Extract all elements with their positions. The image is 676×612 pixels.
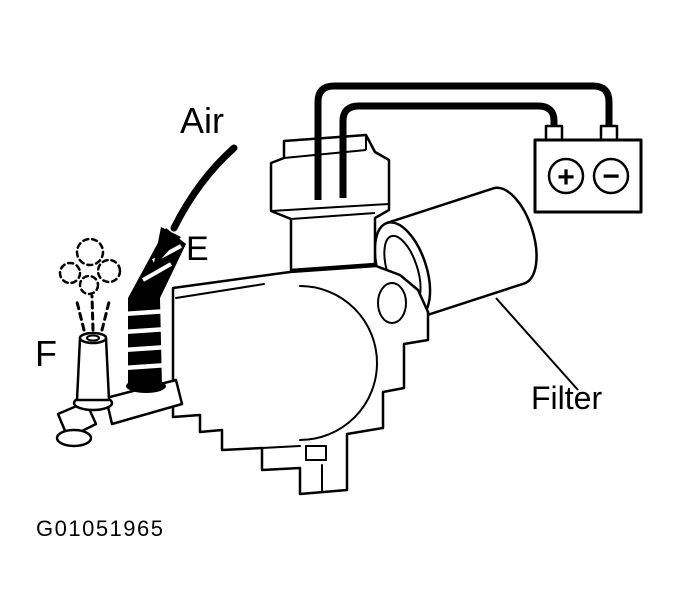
spray-line-right — [100, 296, 112, 332]
connector-collar-line — [270, 203, 390, 212]
air-label: Air — [180, 100, 224, 141]
hose-base — [126, 379, 166, 393]
puff-cloud-top — [75, 237, 105, 267]
puff-cloud-bottom — [78, 274, 100, 296]
battery-terminal-negative — [599, 124, 619, 142]
battery-minus-circle — [592, 157, 630, 195]
connector-neck-line — [290, 212, 376, 220]
filter-label: Filter — [531, 380, 602, 416]
port-f-label: F — [35, 333, 57, 374]
port-f-bore — [86, 334, 100, 342]
arrow-head — [153, 227, 181, 268]
battery-terminal-positive — [544, 124, 564, 142]
battery-plus-symbol: + — [557, 161, 575, 194]
bracket-hole — [305, 445, 327, 461]
body-top-edge-line — [175, 283, 265, 299]
port-f-tube — [75, 336, 111, 402]
outlet-flange — [377, 282, 407, 324]
solenoid-round-face — [299, 285, 378, 441]
puff-cloud-left — [58, 261, 82, 285]
spray-line-mid — [90, 294, 95, 332]
port-f-nozzle — [72, 331, 114, 412]
mounting-foot — [55, 378, 184, 448]
battery-minus-symbol: − — [602, 160, 620, 193]
foot-pad — [55, 428, 93, 448]
connector — [269, 133, 391, 272]
port-e-label: E — [186, 230, 209, 268]
air-flow-arrow — [153, 144, 238, 268]
port-e-hose — [123, 228, 186, 393]
connector-rim-lines — [283, 135, 367, 159]
valve-body-outline — [171, 264, 430, 496]
battery: + − — [533, 124, 643, 214]
wires — [314, 82, 613, 200]
battery-plus-circle — [547, 157, 585, 195]
figure-id-label: G01051965 — [36, 516, 165, 541]
bracket-line-1 — [261, 445, 301, 449]
spray-line-left — [74, 296, 86, 332]
filter-leader-line — [495, 297, 579, 391]
arrow-shaft — [170, 144, 238, 232]
labels: Air E F Filter G01051965 — [35, 100, 602, 541]
air-puffs — [58, 237, 122, 332]
wire-to-positive — [339, 102, 558, 198]
puff-cloud-right — [96, 258, 122, 284]
connector-cup — [269, 133, 391, 272]
valve-body — [171, 264, 430, 496]
wire-to-negative — [314, 82, 613, 200]
